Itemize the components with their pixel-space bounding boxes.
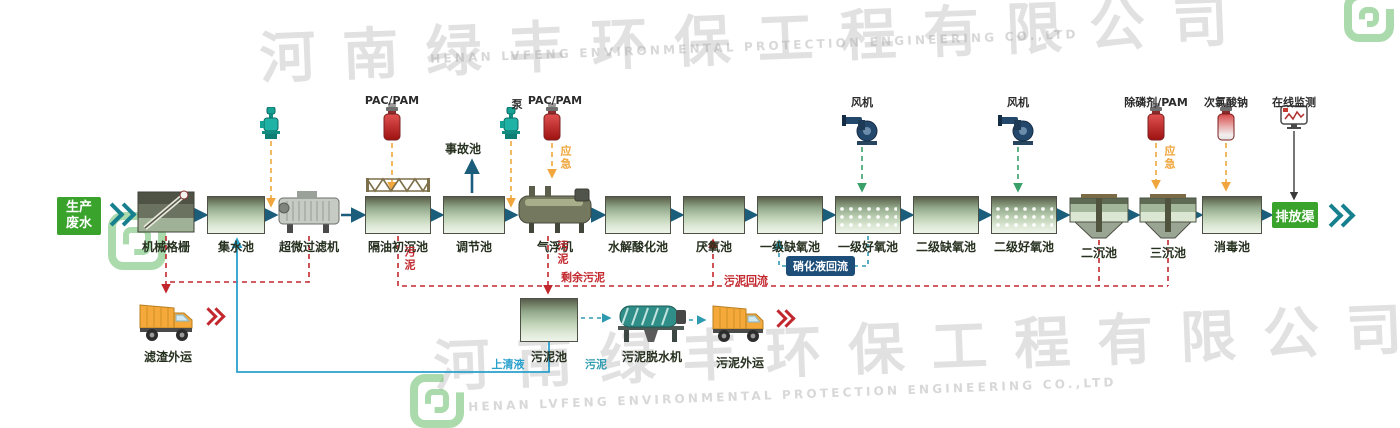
- sludge-lines: [161, 236, 1169, 295]
- sludge-annotation-2: 污泥: [556, 240, 569, 266]
- anaerobic-tank: [683, 196, 745, 234]
- truss-bridge-icon: [366, 177, 430, 193]
- residue-truck-label: 滤渣外运: [143, 350, 192, 364]
- discharge-chevrons: [1319, 203, 1356, 228]
- dewatering-label: 污泥脱水机: [621, 350, 682, 364]
- tank-label: 超微过滤机: [278, 240, 339, 254]
- residue-truck: [138, 297, 198, 347]
- excess-sludge-label: 剩余污泥: [561, 271, 605, 284]
- pump-icon: [500, 106, 520, 139]
- source-label: 生产废水: [65, 199, 92, 231]
- pump-2: [500, 106, 522, 144]
- discharge-box: 排放渠: [1272, 202, 1318, 228]
- blower-1: [842, 112, 882, 150]
- air-flotation-unit: [517, 182, 593, 238]
- mechanical-screen-icon: [137, 190, 195, 233]
- dosing-lines: [266, 141, 1231, 208]
- pac-pam-label-1: PAC/PAM: [364, 94, 420, 107]
- pump-icon: [260, 106, 280, 139]
- mechanical-screen-unit: [137, 188, 195, 238]
- tank-label: 水解酸化池: [607, 240, 668, 254]
- chemical-bottle-1: [382, 103, 402, 145]
- sludge-out-chevrons: [769, 309, 796, 328]
- disinfection-tank: [1202, 196, 1262, 234]
- pump-1: [260, 106, 282, 144]
- tank-label: 二级缺氧池: [915, 240, 976, 254]
- blower-fan-icon: [842, 115, 878, 145]
- discharge-label: 排放渠: [1275, 209, 1315, 225]
- sludge-transfer-label: 污泥: [585, 358, 607, 371]
- tank-label: 隔油初沉池: [367, 240, 428, 254]
- sludge-truck: [711, 299, 769, 347]
- online-monitor: [1280, 105, 1308, 134]
- tertiary-clarifier-unit: [1139, 192, 1197, 246]
- supernatant-label: 上清液: [491, 358, 525, 371]
- dewatering-unit: [616, 300, 688, 348]
- aerobic-tank-1: [835, 196, 901, 234]
- dump-truck-icon: [712, 305, 764, 342]
- chemical-bottle-icon: [383, 103, 401, 141]
- chemical-bottle-icon: [543, 103, 561, 141]
- nitrified-reflux-badge: 硝化液回流: [786, 256, 855, 276]
- hydrolysis-tank: [605, 196, 671, 234]
- sludge-annotation-1: 污泥: [403, 246, 416, 272]
- main-flow-arrows: [193, 158, 1274, 223]
- tank-label: 一级好氧池: [837, 240, 898, 254]
- regulation-tank: [443, 196, 505, 234]
- anoxic-tank-2: [913, 196, 979, 234]
- tank-label: 二级好氧池: [993, 240, 1054, 254]
- tank-label: 调节池: [455, 240, 492, 254]
- scraper-bridge: [365, 176, 431, 198]
- secondary-clarifier-unit: [1069, 192, 1129, 246]
- clarifier-icon: [1069, 194, 1129, 239]
- clarifier-icon: [1139, 194, 1197, 239]
- sludge-tank-label: 污泥池: [530, 350, 567, 364]
- chemical-bottle-3: [1146, 103, 1166, 145]
- online-monitor-icon: [1280, 105, 1308, 129]
- aerobic-tank-2: [991, 196, 1057, 234]
- fan-label-2: 风机: [1007, 96, 1029, 109]
- sludge-truck-label: 污泥外运: [715, 356, 764, 370]
- chemical-bottle-4: [1216, 103, 1236, 145]
- fan-label-1: 风机: [851, 96, 873, 109]
- dewatering-machine-icon: [618, 305, 686, 342]
- blower-fan-icon: [998, 115, 1034, 145]
- residue-out-chevrons: [199, 307, 226, 326]
- online-monitoring-label: 在线监测: [1272, 96, 1316, 109]
- ultra-filter-icon: [278, 191, 340, 233]
- emergency-label-2: 应急: [1163, 145, 1176, 171]
- blower-2: [998, 112, 1038, 150]
- sludge-transfer-lines: [581, 313, 707, 325]
- sludge-return-label: 污泥回流: [724, 274, 768, 287]
- ultra-filter-unit: [277, 186, 341, 238]
- supernatant-line: [231, 237, 550, 373]
- dump-truck-icon: [139, 304, 193, 341]
- tank-label: 消毒池: [1213, 240, 1250, 254]
- phosphorus-removal-label: 除磷剂/PAM: [1124, 96, 1188, 109]
- chemical-bottle-icon: [1147, 103, 1165, 141]
- aeration-bubbles: [839, 206, 897, 230]
- source-box: 生产废水: [57, 197, 101, 235]
- hypochlorite-label: 次氯酸钠: [1204, 96, 1248, 109]
- aeration-bubbles: [995, 206, 1053, 230]
- oil-separation-tank: [365, 196, 431, 234]
- pac-pam-label-2: PAC/PAM: [527, 94, 583, 107]
- air-flotation-icon: [518, 186, 592, 233]
- aeration-lines: [857, 147, 1023, 193]
- chemical-bottle-2: [542, 103, 562, 145]
- source-chevrons: [100, 202, 137, 227]
- tank-label: 一级缺氧池: [759, 240, 820, 254]
- emergency-label-1: 应急: [559, 145, 572, 171]
- tank-label: 气浮机: [536, 240, 573, 254]
- chemical-bottle-icon: [1217, 103, 1235, 141]
- sludge-tank: [520, 298, 578, 342]
- anoxic-tank-1: [757, 196, 823, 234]
- accident-tank-label: 事故池: [444, 142, 481, 156]
- pump-label: 泵: [511, 98, 523, 111]
- tank-label: 二沉池: [1080, 246, 1117, 260]
- collection-tank: [207, 196, 265, 234]
- tank-label: 三沉池: [1149, 246, 1186, 260]
